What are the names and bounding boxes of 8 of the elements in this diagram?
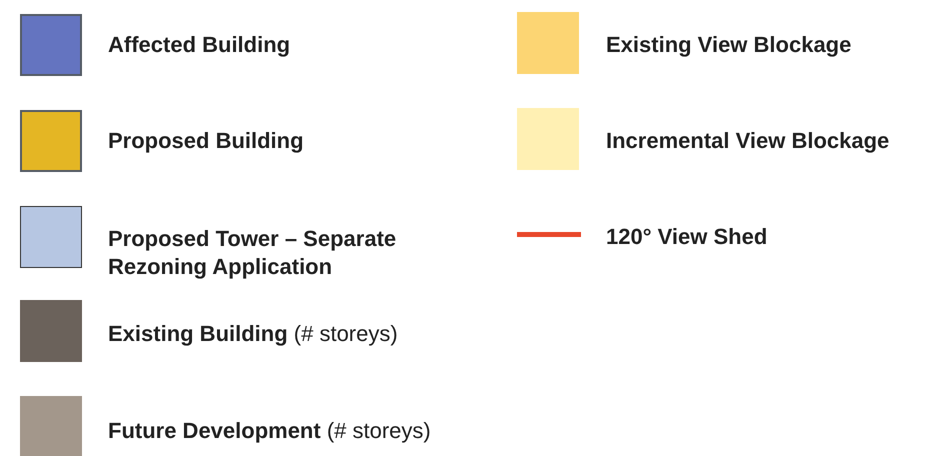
legend-label: Incremental View Blockage: [606, 127, 890, 155]
legend-label: Affected Building: [108, 31, 292, 59]
legend-label: Future Development (# storeys): [108, 417, 432, 445]
legend-label: Proposed Building: [108, 127, 305, 155]
legend-label: Existing View Blockage: [606, 31, 852, 59]
legend-label: 120° View Shed: [606, 223, 768, 251]
legend-label: Existing Building (# storeys): [108, 320, 399, 348]
legend-label: Proposed Tower – Separate Rezoning Application: [108, 225, 398, 281]
